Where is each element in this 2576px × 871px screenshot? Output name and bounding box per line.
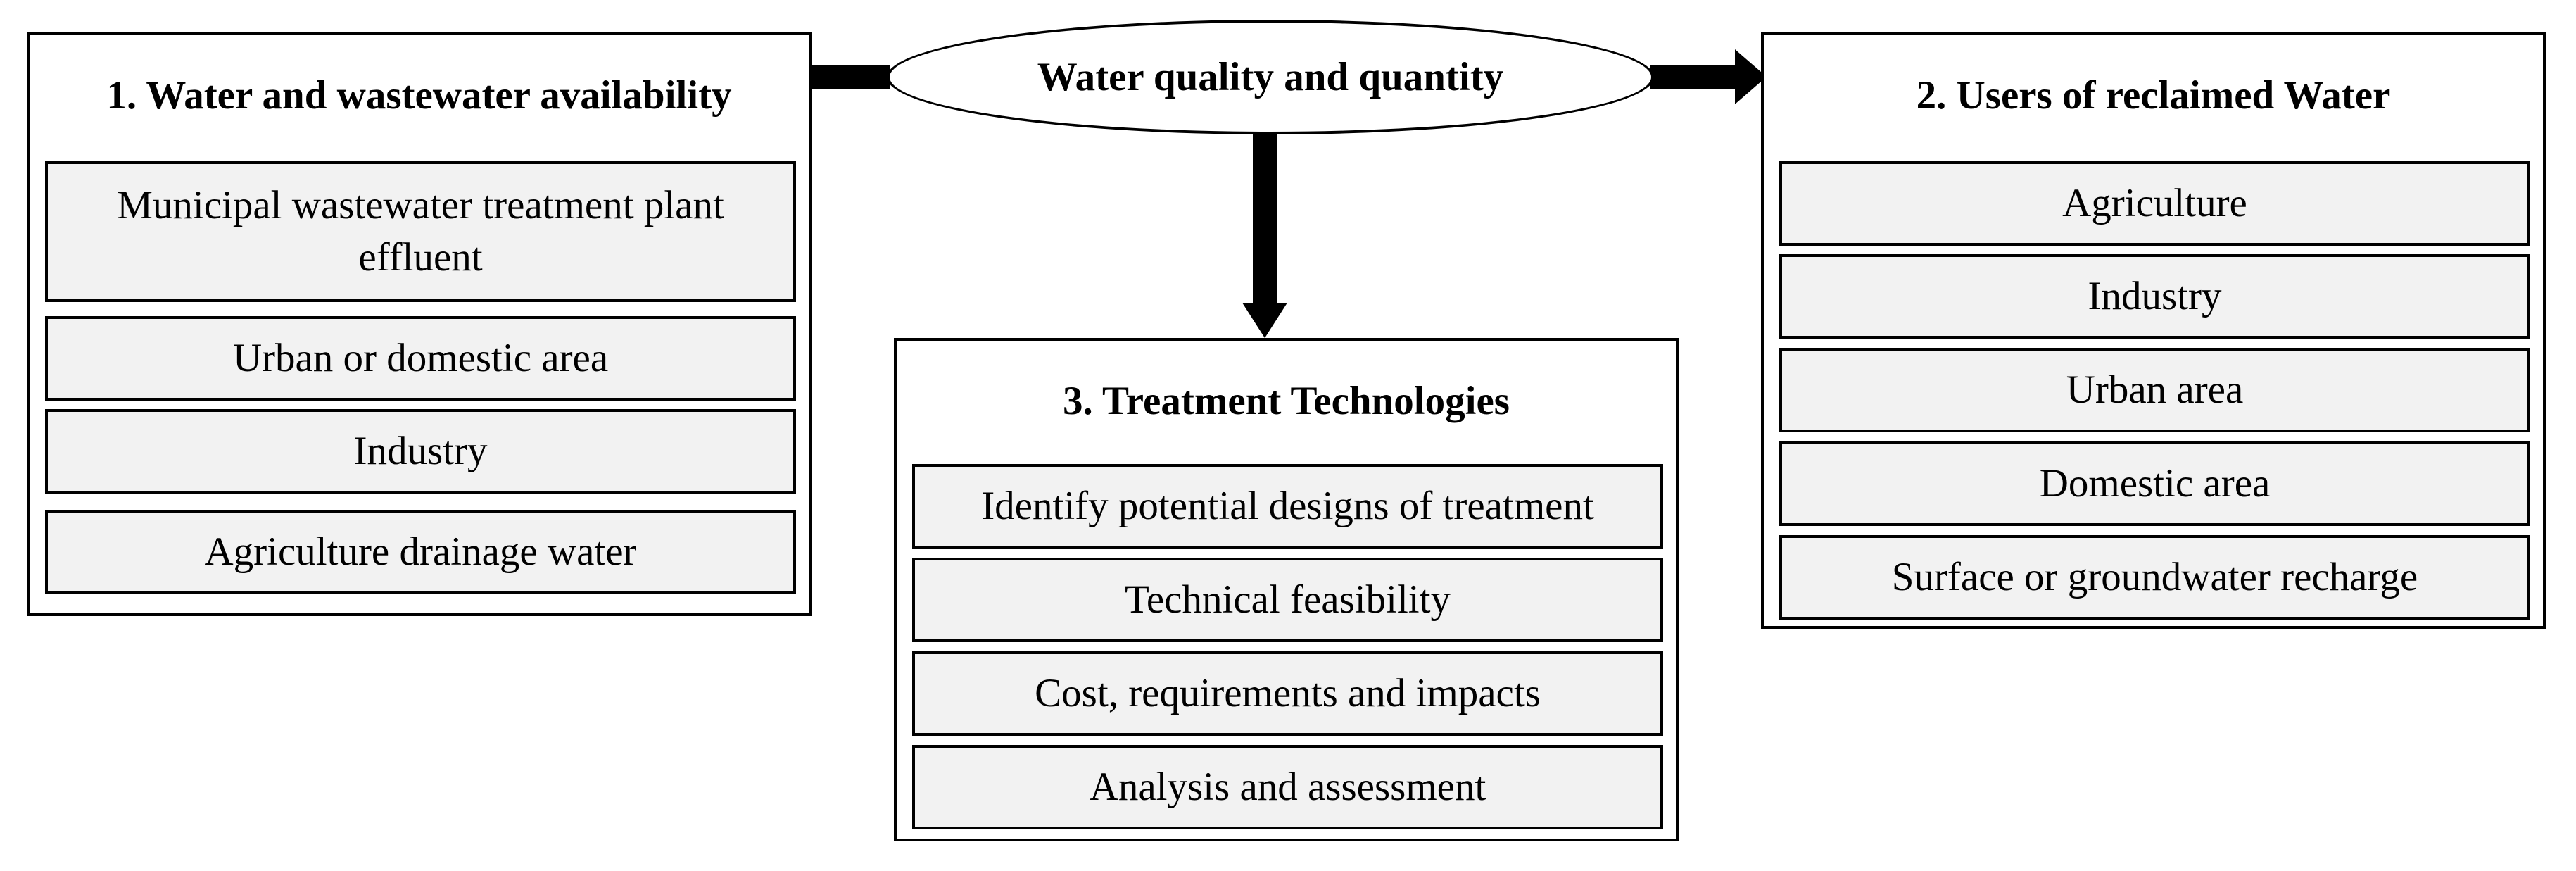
users-item-groundwater-recharge: Surface or groundwater recharge: [1779, 535, 2530, 620]
hub-label: Water quality and quantity: [1037, 55, 1504, 99]
availability-item-agriculture-drainage: Agriculture drainage water: [45, 510, 796, 594]
treatment-item-cost-impacts: Cost, requirements and impacts: [912, 651, 1663, 736]
water-quality-quantity-node: Water quality and quantity: [887, 20, 1654, 134]
connector-left: [809, 65, 890, 89]
panel-reclaimed-water-users: 2. Users of reclaimed Water Agriculture …: [1761, 32, 2546, 629]
connector-down-shaft: [1253, 133, 1277, 306]
users-item-urban-area: Urban area: [1779, 348, 2530, 432]
treatment-item-technical-feasibility: Technical feasibility: [912, 558, 1663, 642]
users-item-agriculture: Agriculture: [1779, 161, 2530, 246]
availability-item-municipal-effluent: Municipal wastewater treatment plant eff…: [45, 161, 796, 302]
panel-title-treatment: 3. Treatment Technologies: [1063, 379, 1510, 423]
panel-water-availability: 1. Water and wastewater availability Mun…: [27, 32, 812, 616]
treatment-item-analysis-assessment: Analysis and assessment: [912, 745, 1663, 829]
arrowhead-down: [1242, 303, 1287, 338]
users-item-industry: Industry: [1779, 254, 2530, 339]
treatment-item-potential-designs: Identify potential designs of treatment: [912, 464, 1663, 549]
connector-right-shaft: [1650, 65, 1738, 89]
users-item-domestic-area: Domestic area: [1779, 441, 2530, 526]
availability-item-urban-domestic: Urban or domestic area: [45, 316, 796, 401]
panel-title-users: 2. Users of reclaimed Water: [1916, 73, 2391, 118]
panel-title-availability: 1. Water and wastewater availability: [106, 73, 732, 118]
panel-treatment-technologies: 3. Treatment Technologies Identify poten…: [894, 338, 1679, 841]
arrowhead-right: [1735, 49, 1767, 104]
availability-item-industry: Industry: [45, 409, 796, 494]
